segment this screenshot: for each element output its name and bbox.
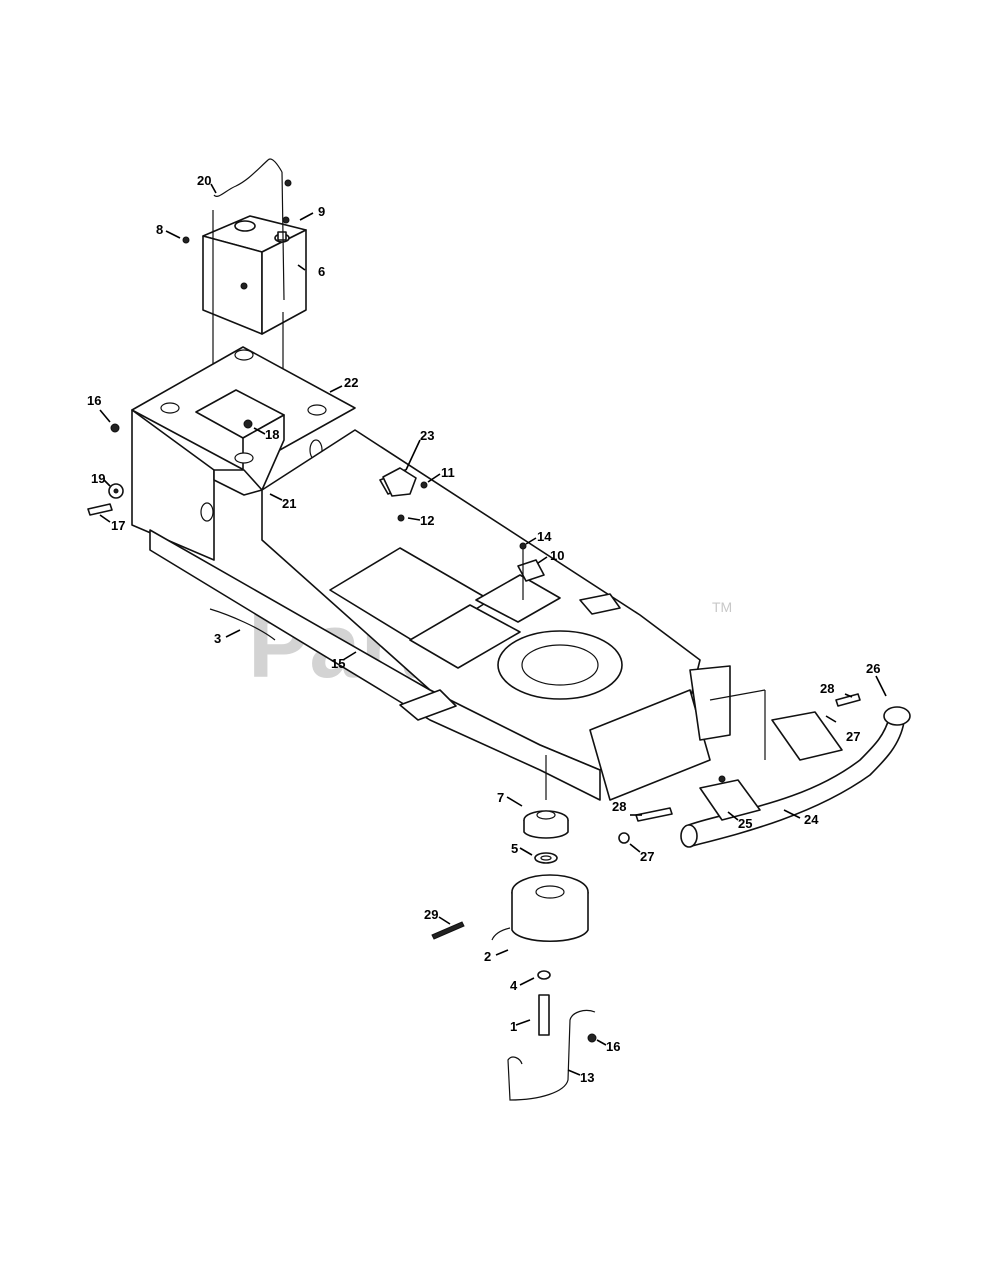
callout-12: 12 bbox=[420, 513, 434, 528]
callout-24: 24 bbox=[804, 812, 819, 827]
battery-cable-part bbox=[213, 158, 283, 197]
callout-labels: 1 2 3 4 5 6 7 8 9 10 11 12 13 14 15 16 1… bbox=[87, 173, 880, 1085]
leader-lines bbox=[99, 183, 887, 1076]
rod-part bbox=[507, 1009, 596, 1101]
spacer-part bbox=[534, 852, 558, 864]
callout-28a: 28 bbox=[820, 681, 834, 696]
callout-2: 2 bbox=[484, 949, 491, 964]
washer-part bbox=[537, 970, 551, 980]
callout-28b: 28 bbox=[612, 799, 626, 814]
callout-10: 10 bbox=[550, 548, 564, 563]
battery-tray-part bbox=[131, 346, 356, 561]
callout-20: 20 bbox=[197, 173, 211, 188]
callout-15: 15 bbox=[331, 656, 345, 671]
battery-part bbox=[202, 215, 307, 335]
clutch-part bbox=[491, 874, 589, 943]
callout-11: 11 bbox=[441, 465, 455, 480]
mount-bracket-part bbox=[382, 467, 417, 497]
callout-1: 1 bbox=[510, 1019, 517, 1034]
axle-bracket-right bbox=[771, 711, 843, 761]
pulley-part bbox=[523, 810, 569, 839]
callout-4: 4 bbox=[510, 978, 518, 993]
callout-6: 6 bbox=[318, 264, 325, 279]
callout-27b: 27 bbox=[640, 849, 654, 864]
callout-14: 14 bbox=[537, 529, 552, 544]
main-frame-part bbox=[149, 429, 731, 801]
callout-7: 7 bbox=[497, 790, 504, 805]
callout-16b: 16 bbox=[606, 1039, 620, 1054]
callout-16a: 16 bbox=[87, 393, 101, 408]
cable-tie-part bbox=[209, 608, 276, 641]
watermark-tm: TM bbox=[712, 599, 732, 615]
callout-9: 9 bbox=[318, 204, 325, 219]
callout-23: 23 bbox=[420, 428, 434, 443]
callout-26: 26 bbox=[866, 661, 880, 676]
callout-18: 18 bbox=[265, 427, 279, 442]
callout-22: 22 bbox=[344, 375, 358, 390]
callout-29: 29 bbox=[424, 907, 438, 922]
callout-21: 21 bbox=[282, 496, 296, 511]
axle-bolt-b bbox=[635, 807, 673, 822]
callout-5: 5 bbox=[511, 841, 518, 856]
bolts bbox=[87, 419, 527, 550]
callout-13: 13 bbox=[580, 1070, 594, 1085]
spring-part bbox=[431, 921, 465, 940]
callout-3: 3 bbox=[214, 631, 221, 646]
callout-27a: 27 bbox=[846, 729, 860, 744]
axle-bracket-left bbox=[699, 779, 761, 821]
callout-19: 19 bbox=[91, 471, 105, 486]
callout-17: 17 bbox=[111, 518, 125, 533]
callout-25: 25 bbox=[738, 816, 752, 831]
callout-8: 8 bbox=[156, 222, 163, 237]
bolt-part bbox=[538, 994, 550, 1036]
